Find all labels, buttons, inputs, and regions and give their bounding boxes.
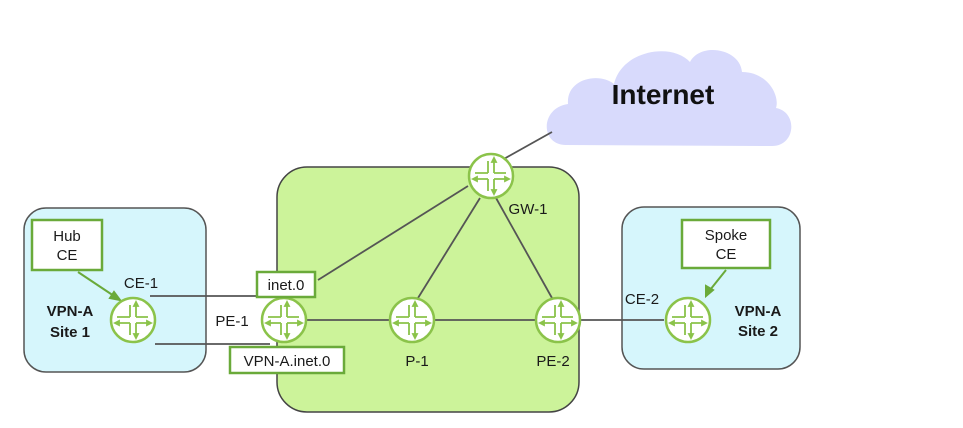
site1-name-line1: VPN-A: [47, 303, 94, 320]
link-gw1-internet: [501, 131, 553, 161]
inet0-table-label: inet.0: [268, 277, 305, 294]
spoke-ce-line2: CE: [716, 246, 737, 263]
router-icon-pe1[interactable]: [260, 296, 308, 344]
link-gw1-p1: [417, 197, 481, 299]
hub-ce-callout-box: [30, 218, 104, 272]
site2-name-line2: Site 2: [738, 323, 778, 340]
spoke-ce-line1: Spoke: [705, 227, 748, 244]
link-gw1-pe2: [495, 197, 553, 299]
spoke-ce-arrowhead-icon: [705, 284, 715, 299]
router-icon-ce2[interactable]: [664, 296, 712, 344]
router-label-gw1: GW-1: [509, 201, 548, 218]
hub-ce-line1: Hub: [53, 228, 81, 245]
links: [150, 131, 664, 345]
hub-ce-line2: CE: [57, 247, 78, 264]
hub-ce-pointer: [77, 271, 115, 297]
inet0-table-box: [255, 270, 317, 299]
router-icon-gw1[interactable]: [467, 152, 515, 200]
hub-ce-arrowhead-icon: [108, 290, 123, 302]
router-label-p1: P-1: [405, 353, 428, 370]
vpna-table-label: VPN-A.inet.0: [244, 353, 331, 370]
router-label-pe1: PE-1: [215, 313, 248, 330]
internet-label: Internet: [612, 79, 715, 110]
router-label-ce1: CE-1: [124, 275, 158, 292]
site2-name-line1: VPN-A: [735, 303, 782, 320]
router-label-pe2: PE-2: [536, 353, 569, 370]
router-label-ce2: CE-2: [625, 291, 659, 308]
spoke-ce-callout-box: [680, 218, 772, 270]
vpna-table-box: [228, 345, 346, 375]
site1-name-line2: Site 1: [50, 324, 90, 341]
spoke-ce-pointer: [709, 269, 727, 291]
internet-cloud: [546, 49, 792, 146]
link-gw1-pe1: [317, 185, 469, 281]
router-icon-pe2[interactable]: [534, 296, 582, 344]
router-icon-p1[interactable]: [388, 296, 436, 344]
router-icon-ce1[interactable]: [109, 296, 157, 344]
